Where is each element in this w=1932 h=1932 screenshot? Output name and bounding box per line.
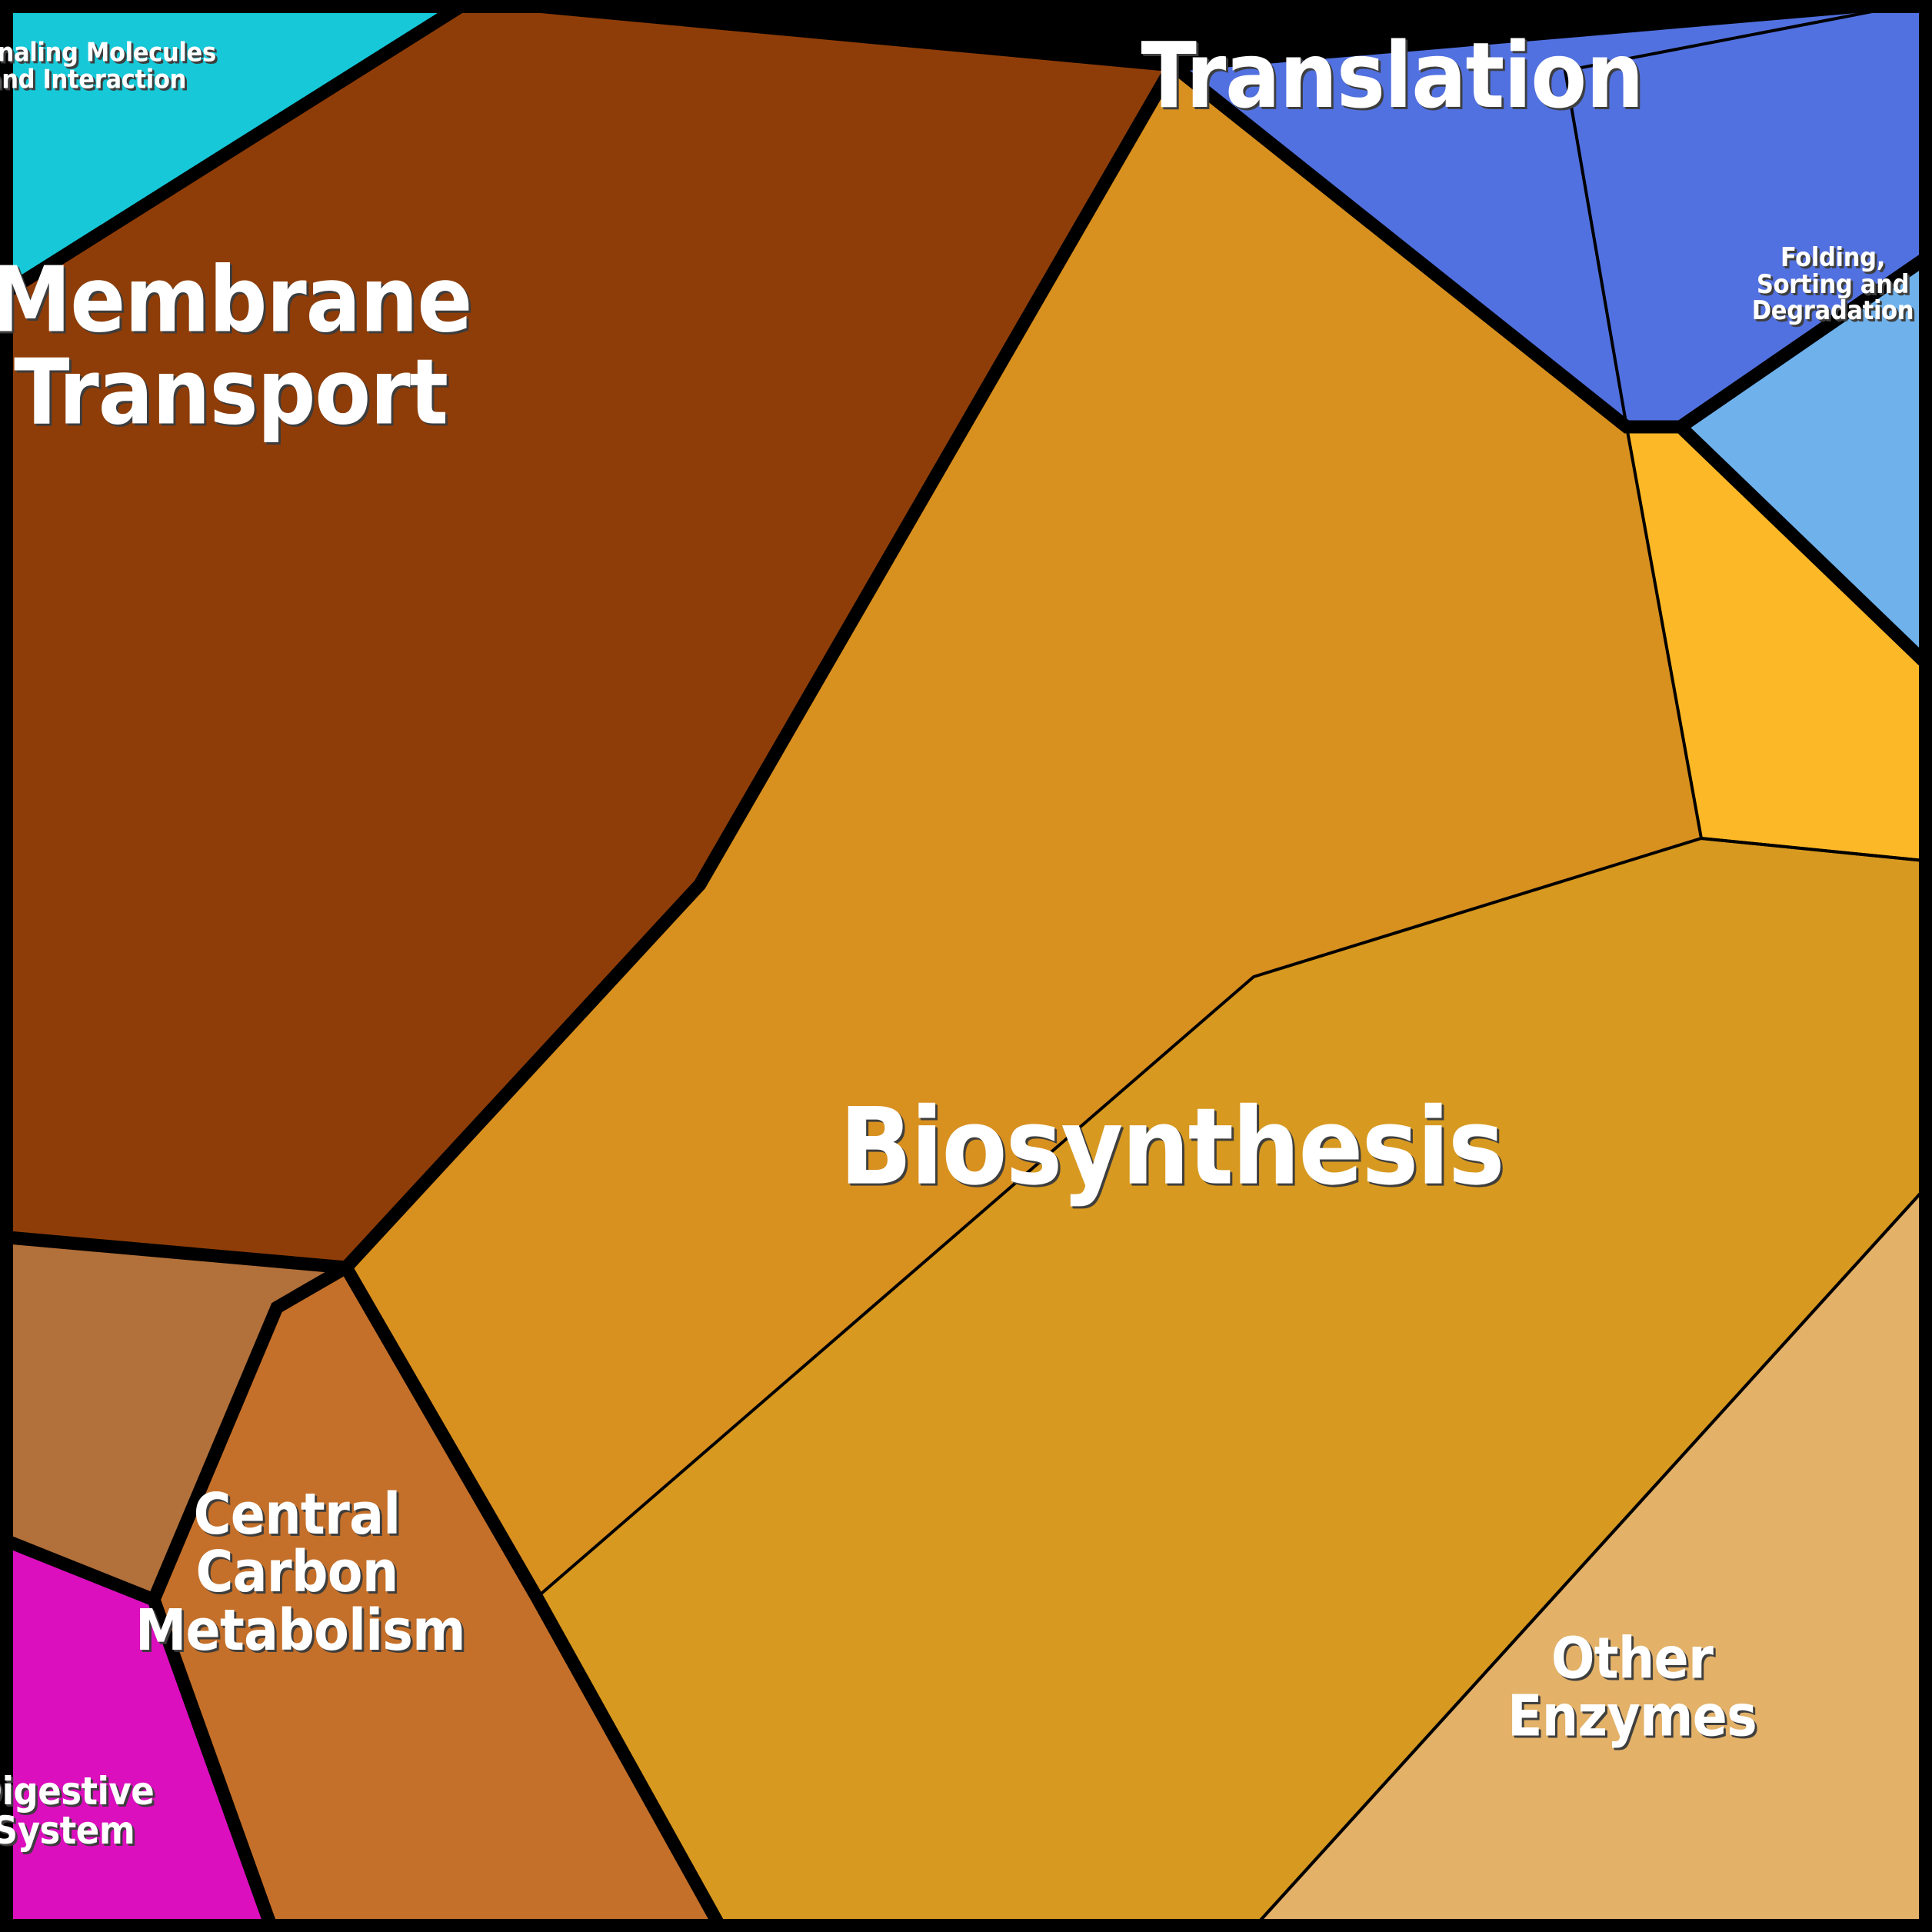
cell-central-carbon-metabolism[interactable]	[154, 1267, 723, 1932]
cell-translation-subregion[interactable]	[1565, 0, 1932, 427]
cell-biosynthesis-lower-subregion[interactable]	[537, 838, 1932, 1932]
cell-biosynthesis[interactable]	[346, 65, 1701, 1597]
border-folding-sorting-and-degradation	[1670, 245, 1932, 678]
border-membrane-transport	[0, 0, 1184, 1274]
cell-membrane-transport[interactable]	[0, 0, 1173, 1267]
cell-digestive-system[interactable]	[0, 1538, 273, 1932]
border-central-carbon-metabolism	[146, 1258, 731, 1932]
border-digestive-system	[0, 1531, 281, 1932]
cell-biosynthesis-amber-subregion[interactable]	[1627, 427, 1932, 861]
cell-folding-sorting-and-degradation[interactable]	[1681, 254, 1932, 669]
border-other-enzymes	[1247, 1178, 1932, 1932]
cell-unlabeled-tan-region[interactable]	[0, 1238, 346, 1600]
border-biosynthesis-lower-subregion	[535, 836, 1932, 1932]
